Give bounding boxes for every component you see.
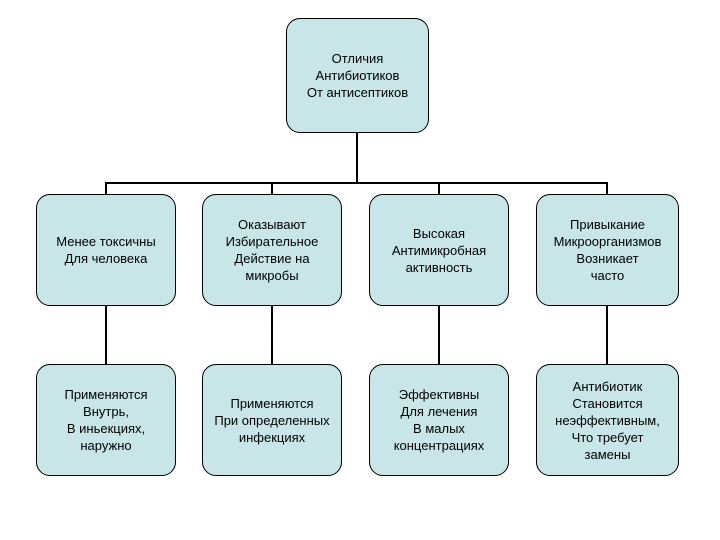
- node-low-concentrations: Эффективны Для лечения В малых концентра…: [369, 364, 509, 476]
- root-node: Отличия Антибиотиков От антисептиков: [286, 18, 429, 133]
- node-less-toxic: Менее токсичны Для человека: [36, 194, 176, 306]
- node-text: Антибиотик Становится неэффективным, Что…: [555, 378, 660, 462]
- node-resistance: Привыкание Микроорганизмов Возникает час…: [536, 194, 679, 306]
- node-text: Применяются При определенных инфекциях: [214, 395, 330, 445]
- root-node-text: Отличия Антибиотиков От антисептиков: [306, 51, 409, 100]
- node-specific-infections: Применяются При определенных инфекциях: [202, 364, 342, 476]
- node-text: Привыкание Микроорганизмов Возникает час…: [553, 217, 662, 283]
- node-high-activity: Высокая Антимикробная активность: [369, 194, 509, 306]
- node-selective-action: Оказывают Избирательное Действие на микр…: [202, 194, 342, 306]
- node-text: Высокая Антимикробная активность: [391, 225, 487, 275]
- node-application-routes: Применяются Внутрь, В иньекциях, наружно: [36, 364, 176, 476]
- node-text: Менее токсичны Для человека: [56, 234, 156, 266]
- node-becomes-ineffective: Антибиотик Становится неэффективным, Что…: [536, 364, 679, 476]
- node-text: Применяются Внутрь, В иньекциях, наружно: [64, 387, 148, 453]
- node-text: Эффективны Для лечения В малых концентра…: [393, 387, 485, 453]
- node-text: Оказывают Избирательное Действие на микр…: [225, 217, 319, 283]
